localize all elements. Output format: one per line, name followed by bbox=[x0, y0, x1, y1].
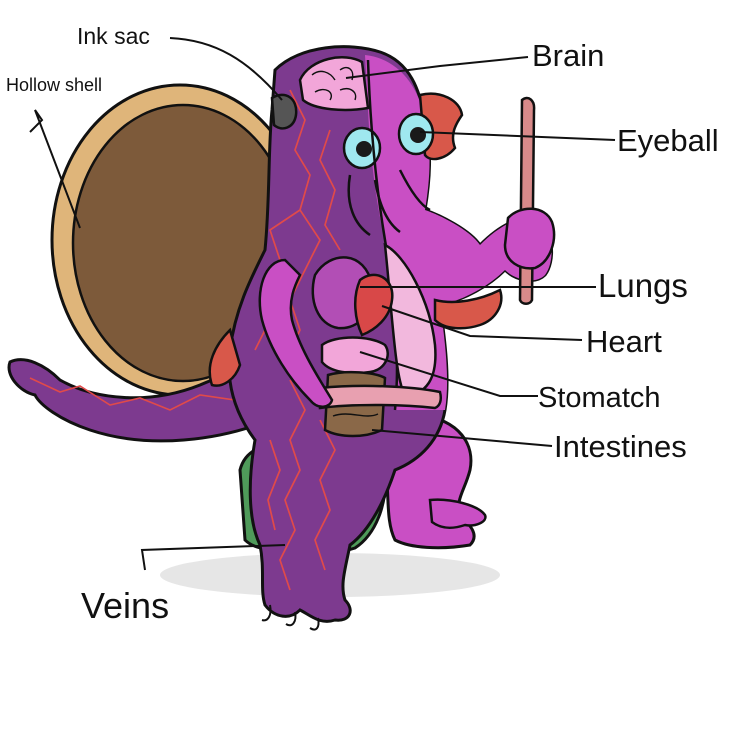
heart bbox=[354, 273, 394, 337]
right-foot bbox=[428, 498, 487, 530]
left-foot-toes bbox=[261, 604, 320, 631]
label-lungs: Lungs bbox=[598, 267, 688, 304]
leader-lines bbox=[29, 37, 616, 571]
right-hand bbox=[503, 207, 556, 270]
brain-folds bbox=[311, 66, 357, 101]
belt bbox=[318, 384, 443, 410]
mouth-tentacles bbox=[347, 169, 431, 237]
side-fin bbox=[433, 288, 503, 330]
label-brain: Brain bbox=[532, 38, 604, 73]
leader-eyeball bbox=[419, 131, 616, 141]
stick bbox=[518, 96, 536, 305]
back-fin bbox=[208, 327, 242, 387]
label-heart: Heart bbox=[586, 324, 662, 359]
lungs-right bbox=[383, 242, 437, 397]
left-arm bbox=[258, 258, 334, 408]
eyeball-right bbox=[397, 112, 435, 156]
ink-sac bbox=[270, 93, 298, 130]
label-hollow-shell: Hollow shell bbox=[6, 75, 102, 95]
label-veins: Veins bbox=[81, 585, 169, 626]
leader-brain bbox=[345, 56, 529, 79]
label-intestines: Intestines bbox=[554, 429, 687, 464]
leader-intestines bbox=[371, 429, 553, 447]
tail bbox=[7, 357, 272, 443]
tail-veins bbox=[29, 377, 261, 411]
label-stomach: Stomatch bbox=[538, 382, 661, 414]
leader-ink-sac bbox=[169, 37, 283, 101]
leader-heart bbox=[381, 305, 583, 341]
eyeball-left bbox=[342, 126, 382, 170]
leader-hollow-shell bbox=[29, 109, 81, 229]
leader-stomach bbox=[359, 351, 538, 397]
leader-veins bbox=[140, 544, 286, 571]
label-eyeball: Eyeball bbox=[617, 123, 719, 158]
label-ink-sac: Ink sac bbox=[77, 23, 150, 49]
stomach bbox=[320, 336, 389, 375]
